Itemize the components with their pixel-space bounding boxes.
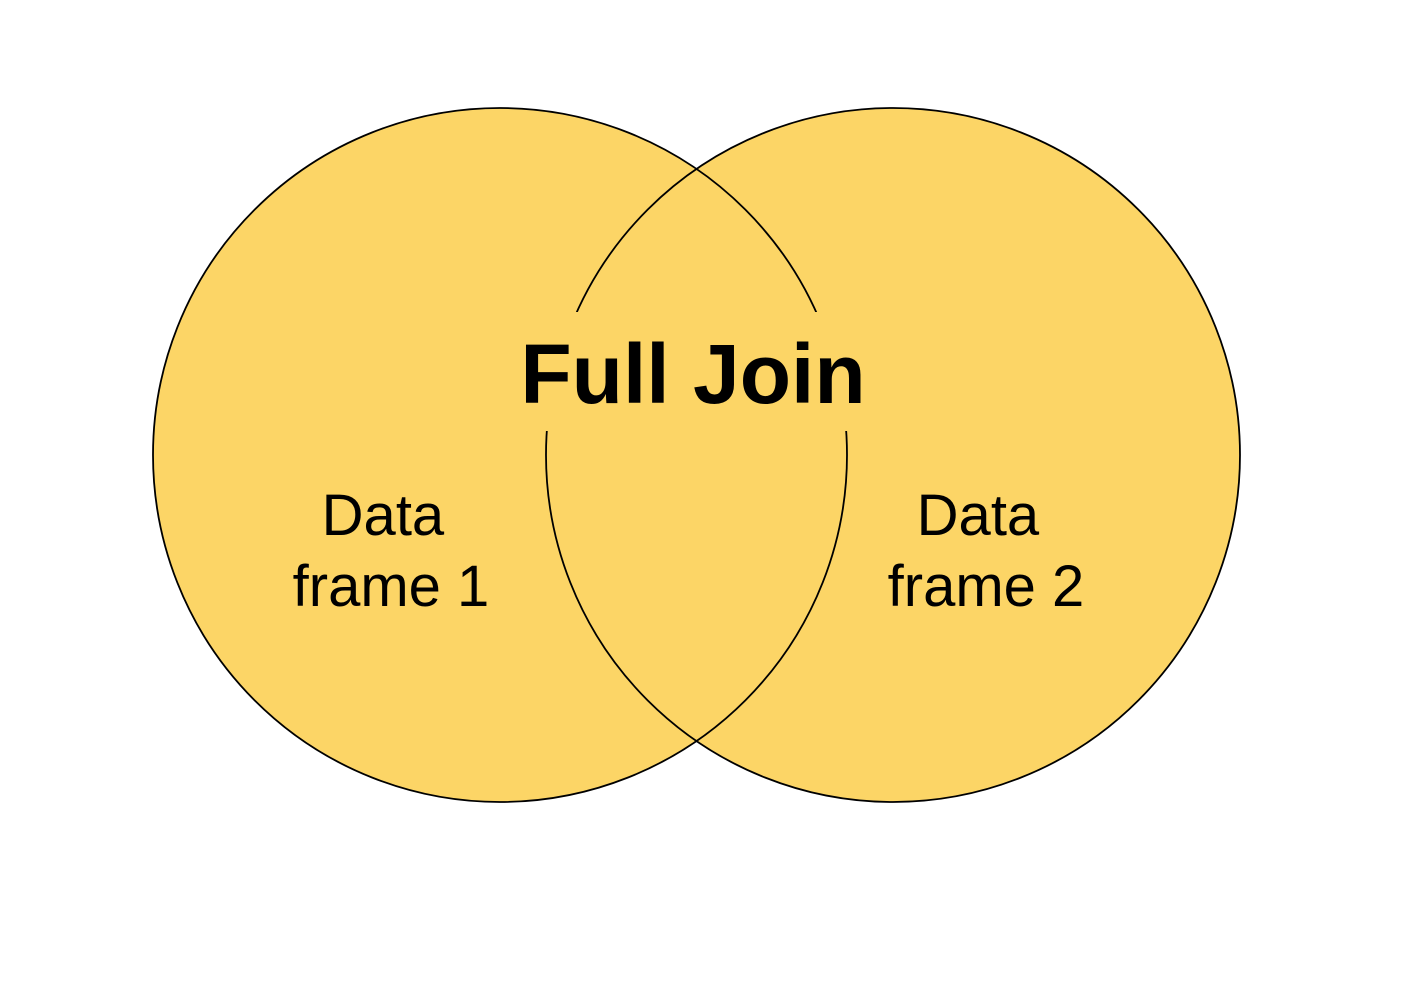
right-circle-fill <box>546 108 1240 802</box>
title-background <box>525 312 870 431</box>
right-circle-label-line1: Data <box>917 483 1040 548</box>
left-circle-label: Data frame 1 <box>293 483 490 619</box>
right-circle-outline <box>545 107 1241 803</box>
right-circle-label: Data frame 2 <box>888 483 1085 619</box>
left-circle-label-line2: frame 1 <box>293 554 490 619</box>
right-circle-label-line2: frame 2 <box>888 554 1085 619</box>
left-circle-outline <box>152 107 848 803</box>
diagram-title: Full Join <box>520 327 865 421</box>
left-circle-label-line1: Data <box>322 483 445 548</box>
